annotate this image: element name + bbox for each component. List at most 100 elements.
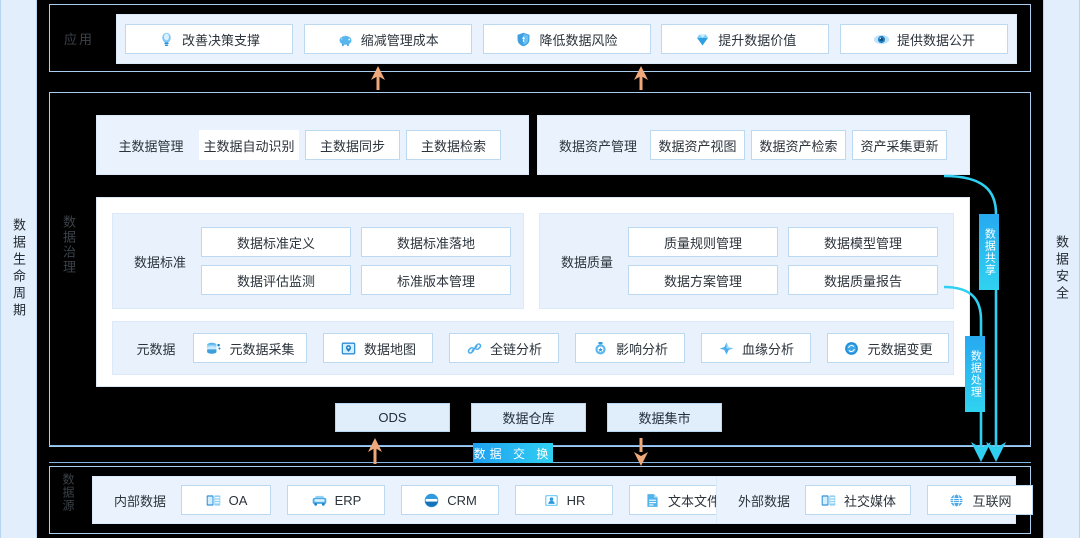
internal-chip-1[interactable]: ERP	[287, 485, 385, 515]
governance-label: 数据治理	[61, 215, 76, 275]
exchange-badge: 数据 交 换	[473, 443, 553, 463]
master-data-chip-label-0: 主数据自动识别	[203, 138, 295, 154]
data-asset-chip-1[interactable]: 数据资产检索	[751, 130, 846, 160]
external-chip-label-0: 社交媒体	[843, 493, 896, 509]
external-sources-title: 外部数据	[737, 493, 790, 509]
external-chip-label-1: 互联网	[972, 493, 1012, 509]
data-standard-chip-label-3: 标准版本管理	[396, 273, 475, 289]
data-quality-group: 数据质量 质量规则管理 数据模型管理 数据方案管理 数据质量报告	[539, 213, 954, 309]
store-warehouse[interactable]: 数据仓库	[471, 403, 586, 432]
data-asset-chip-label-1: 数据资产检索	[759, 138, 838, 154]
app-chip-label-4: 提供数据公开	[896, 32, 975, 48]
erp-icon	[312, 495, 326, 506]
store-mart-label: 数据集市	[638, 411, 691, 426]
metadata-title: 元数据	[136, 341, 176, 357]
map-icon	[341, 342, 356, 354]
data-quality-chip-2[interactable]: 数据方案管理	[628, 265, 778, 295]
data-standard-chip-label-2: 数据评估监测	[236, 273, 315, 289]
store-mart[interactable]: 数据集市	[607, 403, 722, 432]
social-icon	[821, 494, 836, 506]
app-chip-4[interactable]: 提供数据公开	[840, 24, 1008, 54]
metadata-chip-label-1: 数据地图	[363, 341, 416, 357]
metadata-chip-5[interactable]: 元数据变更	[827, 333, 949, 363]
data-standard-group: 数据标准 数据标准定义 数据标准落地 数据评估监测 标准版本管理	[112, 213, 524, 309]
data-standard-chip-0[interactable]: 数据标准定义	[201, 227, 351, 257]
data-asset-title: 数据资产管理	[558, 138, 637, 154]
metadata-chip-3[interactable]: 影响分析	[575, 333, 685, 363]
crm-icon	[424, 493, 439, 507]
app-chip-2[interactable]: 降低数据风险	[482, 24, 651, 54]
lightbulb-icon	[162, 32, 171, 46]
application-section: 应用 改善决策支撑 缩减	[49, 4, 1031, 72]
external-chip-0[interactable]: 社交媒体	[805, 485, 911, 515]
internal-chip-label-1: ERP	[334, 492, 362, 508]
change-icon	[845, 341, 859, 355]
master-data-chip-1[interactable]: 主数据同步	[305, 130, 400, 160]
data-asset-chip-0[interactable]: 数据资产视图	[650, 130, 745, 160]
data-asset-chip-2[interactable]: 资产采集更新	[852, 130, 947, 160]
metadata-chip-2[interactable]: 全链分析	[449, 333, 559, 363]
internal-chip-label-0: OA	[228, 492, 248, 508]
store-ods[interactable]: ODS	[335, 403, 450, 432]
sources-section: 数据源 内部数据 OA	[49, 466, 1033, 534]
lineage-icon	[719, 342, 734, 354]
hr-icon	[544, 494, 558, 506]
governance-section: 数据治理 主数据管理 主数据自动识别 主数据同步 主数据检索 数据资产管理 数据…	[49, 92, 1031, 447]
internal-sources-group: 内部数据 OA	[92, 476, 752, 524]
data-standard-chip-2[interactable]: 数据评估监测	[201, 265, 351, 295]
impact-icon	[595, 341, 606, 354]
metadata-chip-0[interactable]: 元数据采集	[193, 333, 307, 363]
metadata-chip-4[interactable]: 血缘分析	[701, 333, 811, 363]
data-asset-group: 数据资产管理 数据资产视图 数据资产检索 资产采集更新	[537, 115, 970, 175]
data-standard-title: 数据标准	[133, 254, 186, 270]
sources-label: 数据源	[61, 473, 75, 512]
right-side-panel: 数据安全	[1043, 0, 1080, 538]
internal-chip-3[interactable]: HR	[515, 485, 613, 515]
app-chip-1[interactable]: 缩减管理成本	[303, 24, 472, 54]
globe-icon	[950, 493, 964, 507]
data-asset-chip-label-0: 数据资产视图	[658, 138, 737, 154]
app-chip-label-0: 改善决策支撑	[181, 32, 260, 48]
metadata-chip-label-4: 血缘分析	[741, 341, 794, 357]
data-quality-chip-3[interactable]: 数据质量报告	[788, 265, 938, 295]
master-data-chip-2[interactable]: 主数据检索	[406, 130, 501, 160]
app-chip-label-2: 降低数据风险	[539, 32, 618, 48]
app-chip-0[interactable]: 改善决策支撑	[125, 24, 293, 54]
right-side-label: 数据安全	[1054, 235, 1069, 303]
metadata-chip-1[interactable]: 数据地图	[323, 333, 433, 363]
store-ods-label: ODS	[378, 410, 407, 425]
link-icon	[467, 342, 482, 354]
app-chip-label-3: 提升数据价值	[718, 32, 797, 48]
metadata-chip-label-0: 元数据采集	[229, 341, 295, 357]
app-chip-3[interactable]: 提升数据价值	[661, 24, 830, 54]
application-label: 应用	[64, 32, 95, 47]
metadata-group: 元数据 元数据采集	[112, 321, 954, 375]
external-sources-group: 外部数据 社交媒体	[716, 476, 1033, 524]
internal-chip-2[interactable]: CRM	[401, 485, 499, 515]
master-data-chip-0[interactable]: 主数据自动识别	[199, 130, 299, 160]
store-warehouse-label: 数据仓库	[502, 411, 555, 426]
internal-sources-title: 内部数据	[113, 493, 166, 509]
data-process-badge-label: 数据处理	[969, 350, 982, 398]
diamond-icon	[697, 33, 709, 45]
data-quality-chip-1[interactable]: 数据模型管理	[788, 227, 938, 257]
data-standard-chip-label-1: 数据标准落地	[396, 235, 475, 251]
oa-icon	[206, 494, 220, 506]
data-quality-chip-0[interactable]: 质量规则管理	[628, 227, 778, 257]
data-share-badge: 数据共享	[979, 214, 999, 290]
data-standard-chip-1[interactable]: 数据标准落地	[361, 227, 511, 257]
piggy-bank-icon	[339, 33, 352, 46]
app-chip-label-1: 缩减管理成本	[360, 32, 439, 48]
data-quality-chip-label-0: 质量规则管理	[663, 235, 742, 251]
external-chip-1[interactable]: 互联网	[927, 485, 1033, 515]
master-data-chip-label-2: 主数据检索	[420, 138, 486, 154]
application-group: 改善决策支撑 缩减管理成本	[116, 14, 1017, 64]
internal-chip-0[interactable]: OA	[181, 485, 271, 515]
data-quality-chip-label-2: 数据方案管理	[663, 273, 742, 289]
master-data-title: 主数据管理	[118, 138, 184, 154]
data-standard-chip-label-0: 数据标准定义	[236, 235, 315, 251]
data-standard-chip-3[interactable]: 标准版本管理	[361, 265, 511, 295]
eye-icon	[873, 34, 890, 44]
metadata-chip-label-5: 元数据变更	[867, 341, 933, 357]
